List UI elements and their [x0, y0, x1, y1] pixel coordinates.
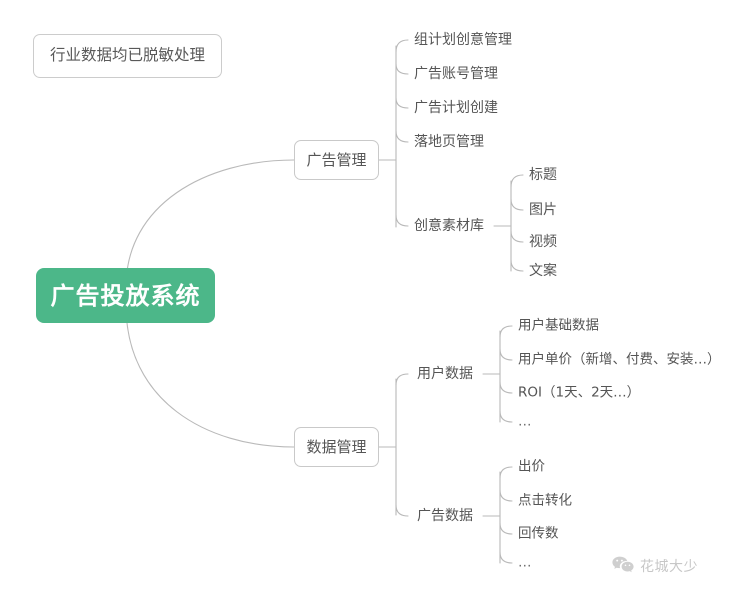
edge-asset-child-4	[510, 259, 524, 272]
edge-ad-child-2	[395, 63, 409, 75]
leaf-asset-copywriting[interactable]: 文案	[529, 263, 557, 279]
edge-addata-child-4	[499, 551, 513, 564]
edge-data-child-2	[395, 504, 409, 517]
edge-addata-child-2	[499, 489, 513, 502]
leaf-user-unit-price[interactable]: 用户单价（新增、付费、安装…）	[518, 351, 721, 368]
leaf-ad-data[interactable]: 广告数据	[417, 508, 473, 524]
edge-ad-child-3	[395, 97, 409, 109]
edge-asset-child-2	[510, 198, 524, 211]
branch-node-data-management[interactable]: 数据管理	[294, 427, 379, 467]
edge-addata-child-1	[499, 466, 513, 479]
leaf-group-plan-creative-management[interactable]: 组计划创意管理	[414, 32, 512, 48]
leaf-ad-plan-creation[interactable]: 广告计划创建	[414, 100, 498, 116]
leaf-ad-callback-count[interactable]: 回传数	[518, 525, 559, 542]
leaf-ad-click-conversion[interactable]: 点击转化	[518, 492, 572, 509]
leaf-ad-bid[interactable]: 出价	[518, 458, 545, 475]
leaf-user-roi[interactable]: ROI（1天、2天…）	[518, 384, 641, 401]
edge-user-child-1	[499, 325, 513, 338]
edge-user-child-3	[499, 381, 513, 394]
leaf-landing-page-management[interactable]: 落地页管理	[414, 134, 484, 150]
root-node-label: 广告投放系统	[50, 281, 201, 310]
branch-node-data-management-label: 数据管理	[306, 437, 367, 456]
root-node-ad-delivery-system[interactable]: 广告投放系统	[36, 268, 215, 323]
edge-root-to-ad-management	[125, 159, 295, 288]
edge-asset-child-3	[510, 230, 524, 243]
edge-ad-child-1	[395, 39, 409, 53]
edge-data-child-1	[395, 373, 409, 386]
leaf-ad-data-more[interactable]: …	[518, 554, 533, 571]
disclaimer-note: 行业数据均已脱敏处理	[33, 34, 222, 78]
edge-addata-child-3	[499, 522, 513, 535]
edge-user-child-4	[499, 410, 513, 423]
watermark: 花城大少	[612, 556, 698, 578]
watermark-label: 花城大少	[640, 559, 698, 575]
edge-asset-child-1	[510, 174, 524, 188]
leaf-asset-title[interactable]: 标题	[529, 167, 557, 183]
edge-ad-child-5	[395, 214, 409, 227]
edge-ad-child-4	[395, 130, 409, 143]
branch-node-ad-management[interactable]: 广告管理	[294, 140, 379, 180]
leaf-user-data-more[interactable]: …	[518, 413, 533, 430]
edge-root-to-data-management	[125, 304, 295, 448]
leaf-user-basic-data[interactable]: 用户基础数据	[518, 317, 599, 334]
leaf-creative-asset-library[interactable]: 创意素材库	[414, 218, 484, 234]
edge-user-child-2	[499, 348, 513, 361]
wechat-icon	[612, 556, 634, 578]
leaf-ad-account-management[interactable]: 广告账号管理	[414, 66, 498, 82]
leaf-user-data[interactable]: 用户数据	[417, 366, 473, 382]
leaf-asset-video[interactable]: 视频	[529, 234, 557, 250]
leaf-asset-image[interactable]: 图片	[529, 202, 557, 218]
branch-node-ad-management-label: 广告管理	[306, 150, 367, 169]
disclaimer-note-label: 行业数据均已脱敏处理	[49, 46, 205, 65]
